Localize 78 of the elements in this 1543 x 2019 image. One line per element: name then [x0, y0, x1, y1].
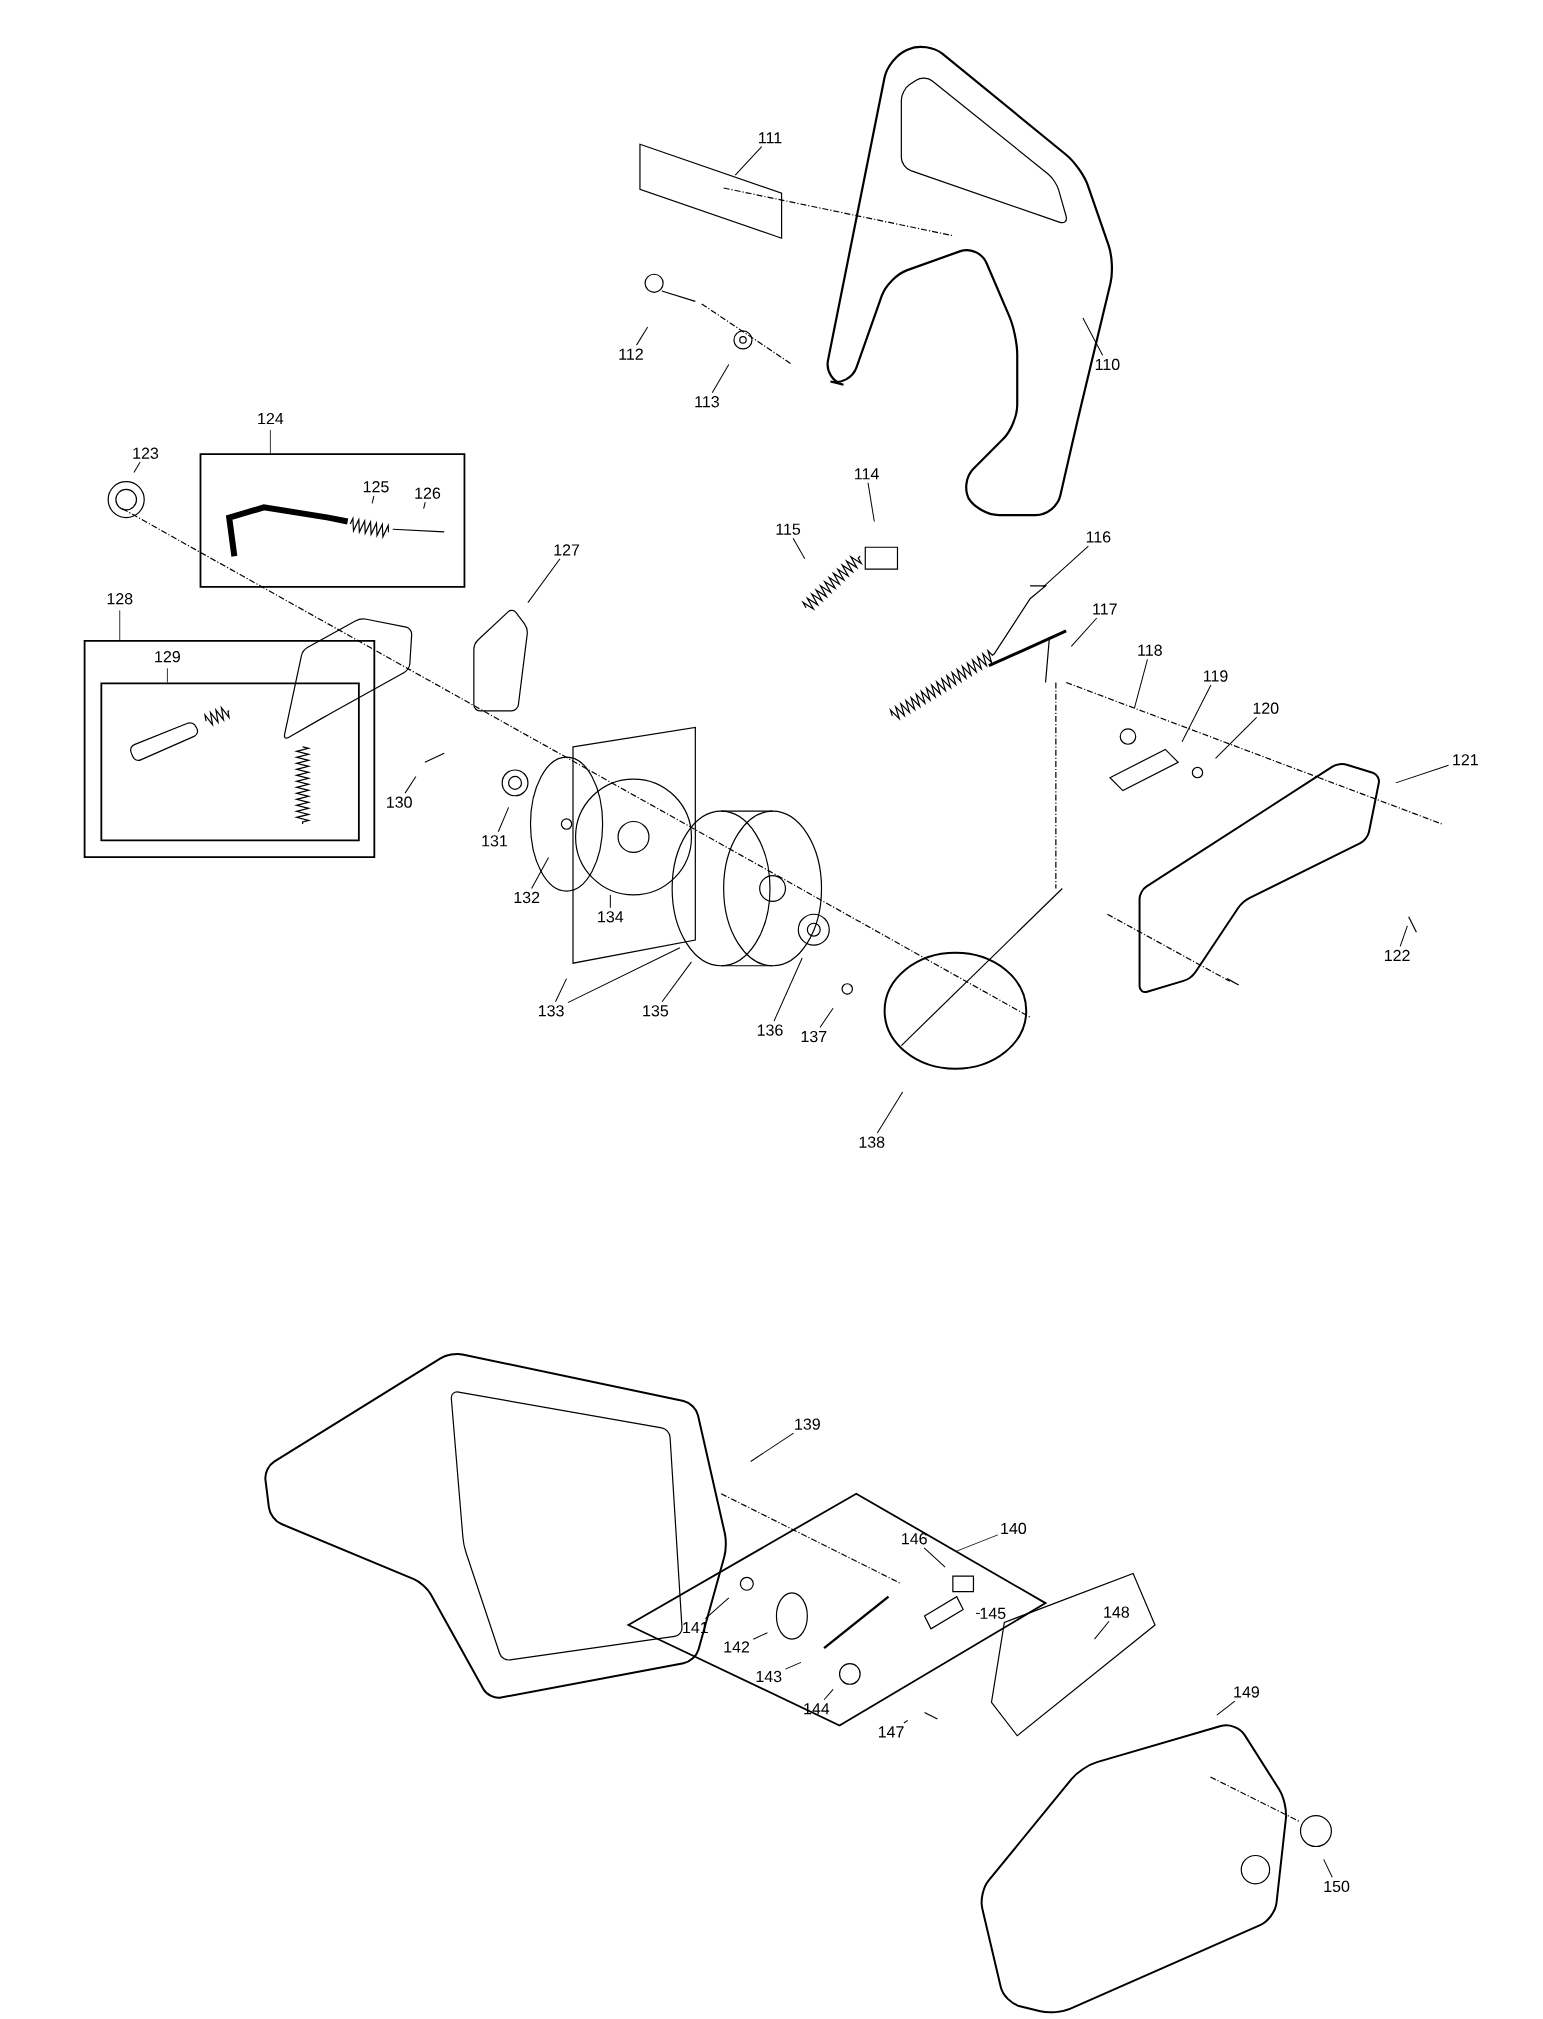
callout-number: 131	[482, 835, 508, 847]
leader-line	[734, 146, 763, 176]
callout-number: 138	[859, 1136, 885, 1148]
leader-line	[711, 363, 730, 394]
callout-number: 124	[258, 412, 284, 425]
leader-line	[877, 1091, 904, 1134]
leader-line	[1323, 1858, 1333, 1878]
leader-line	[133, 461, 141, 474]
callout-number: 136	[758, 1024, 783, 1036]
leader-line	[636, 326, 649, 346]
leader-line	[773, 957, 803, 1022]
callout-number: 118	[1138, 644, 1163, 656]
callout-number: 111	[759, 132, 782, 144]
callout-number: 110	[1096, 358, 1120, 371]
leader-line	[1042, 545, 1090, 588]
callout-number: 140	[1001, 1522, 1027, 1535]
leader-line	[498, 806, 510, 833]
callout-number: 120	[1253, 702, 1279, 714]
leader-line	[531, 857, 550, 889]
callout-number: 130	[387, 796, 413, 808]
leader-line	[1181, 684, 1212, 743]
leader-line	[610, 894, 612, 909]
callout-number: 146	[902, 1533, 928, 1545]
leader-line	[923, 1547, 946, 1568]
callout-number: 129	[155, 651, 181, 663]
callout-number: 126	[415, 487, 441, 499]
leader-line	[567, 947, 681, 1004]
callout-number: 128	[107, 593, 133, 605]
callout-number: 147	[879, 1726, 904, 1738]
leader-line	[423, 501, 426, 510]
callout-number: 133	[539, 1005, 564, 1017]
callout-number: 137	[801, 1030, 827, 1043]
callout-number: 125	[364, 481, 389, 493]
leader-line	[975, 1612, 981, 1614]
leader-line	[371, 495, 375, 504]
callout-number: 144	[804, 1703, 830, 1715]
leader-line	[867, 482, 875, 522]
leader-line	[1071, 617, 1098, 647]
leader-line	[1216, 1700, 1236, 1716]
leader-line	[1082, 317, 1104, 356]
leader-line	[753, 1632, 769, 1640]
leader-line	[705, 1597, 730, 1620]
leader-line	[661, 961, 693, 1003]
callout-number: 148	[1104, 1606, 1130, 1618]
callout-number: 150	[1324, 1880, 1350, 1893]
leader-line	[1395, 764, 1450, 784]
callout-number: 132	[514, 891, 540, 904]
callout-number: 135	[643, 1005, 669, 1017]
callout-number: 115	[776, 523, 801, 535]
leader-line	[785, 1661, 802, 1670]
leader-line	[750, 1432, 795, 1462]
callout-number: 112	[619, 348, 644, 360]
callout-number: 121	[1453, 754, 1479, 766]
callout-number: 123	[133, 447, 159, 459]
leader-line	[1134, 658, 1149, 709]
leader-line	[819, 1007, 834, 1028]
callout-number: 122	[1385, 949, 1410, 961]
callout-number: 127	[554, 544, 580, 556]
callout-number: 117	[1093, 603, 1117, 615]
leader-line	[792, 537, 806, 560]
callout-number: 142	[724, 1641, 750, 1653]
leader-line	[1094, 1620, 1110, 1640]
callout-number: 116	[1087, 531, 1111, 543]
callout-number: 114	[855, 468, 880, 480]
callout-number: 145	[980, 1607, 1006, 1619]
leader-line	[903, 1719, 909, 1724]
leader-line	[823, 1688, 834, 1701]
callout-number: 143	[756, 1670, 782, 1683]
leader-line	[1399, 925, 1409, 947]
callout-number: 139	[795, 1418, 821, 1430]
leader-line	[404, 775, 417, 794]
leader-line	[1215, 716, 1258, 759]
callout-number: 113	[695, 396, 720, 408]
callout-number: 119	[1204, 670, 1228, 682]
callout-number: 134	[598, 911, 624, 923]
leader-line	[527, 558, 561, 604]
leader-line	[555, 978, 568, 1003]
callout-number: 149	[1234, 1686, 1260, 1698]
